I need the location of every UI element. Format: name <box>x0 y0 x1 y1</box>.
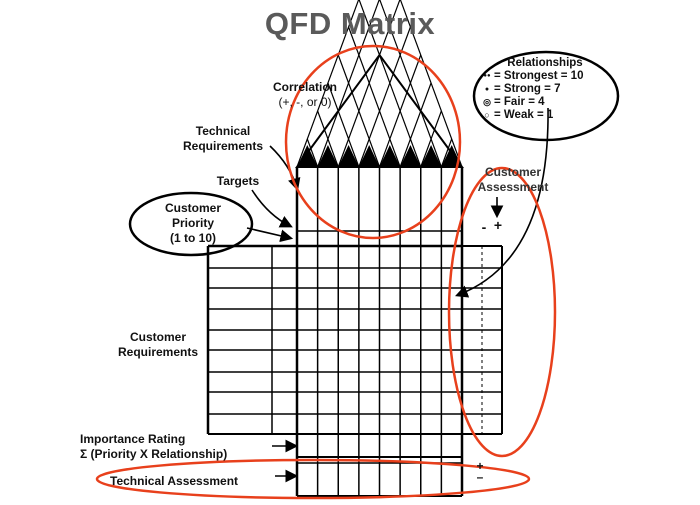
correlation-label-line1: Correlation <box>272 80 337 94</box>
roof-diagonal <box>317 0 380 168</box>
fair-symbol-icon: ◎ <box>483 97 491 107</box>
importance-rating-label: Importance Rating Σ (Priority X Relation… <box>80 432 270 462</box>
legend-item-fair: ◎ = Fair = 4 <box>480 96 620 109</box>
roof-shaded-triangle <box>317 145 339 167</box>
roof-shaded-triangle <box>358 145 380 167</box>
technical-requirements-line1: Technical <box>195 124 251 138</box>
legend-item-label: = Weak = 1 <box>494 109 554 121</box>
customer-priority-line2: Priority <box>171 216 214 230</box>
legend-item-label: = Fair = 4 <box>494 96 545 108</box>
legend-item-label: = Strongest = 10 <box>494 70 584 82</box>
customer-requirements-label: Customer Requirements <box>108 330 208 360</box>
technical-assessment-label: Technical Assessment <box>110 474 239 488</box>
legend-item-weak: ○ = Weak = 1 <box>480 109 620 122</box>
assessment-plus-label: + <box>493 217 503 233</box>
roof-diagonal <box>306 138 319 168</box>
customer-assessment-line2: Assessment <box>477 180 549 194</box>
strongest-symbol-icon: ●● <box>483 73 491 79</box>
legend-item-label: = Strong = 7 <box>494 83 561 95</box>
roof-diagonal <box>399 82 432 168</box>
customer-assessment-line1: Customer <box>484 165 541 179</box>
customer-assessment-label: Customer Assessment <box>458 165 568 195</box>
correlation-label-line2: (+, -, or 0) <box>278 95 332 109</box>
technical-assessment-highlight-ellipse <box>95 458 531 500</box>
targets-arrow <box>251 189 293 228</box>
assessment-minus-label: - <box>481 219 487 235</box>
roof-diagonal <box>379 0 442 168</box>
roof-diagonal <box>327 82 360 168</box>
importance-rating-line1: Importance Rating <box>80 432 186 446</box>
technical-requirements-label: Technical Requirements <box>168 124 278 154</box>
tech-assessment-minus-label: – <box>476 470 484 484</box>
customer-requirements-line2: Requirements <box>117 345 199 359</box>
diagram-title: QFD Matrix <box>264 6 436 41</box>
legend-item-strong: ● = Strong = 7 <box>480 83 620 96</box>
customer-priority-arrow <box>246 227 294 243</box>
roof-diagonal <box>347 26 401 168</box>
roof-diagonal <box>440 138 453 168</box>
customer-priority-label: Customer Priority (1 to 10) <box>143 201 243 246</box>
roof-diagonal <box>358 0 422 168</box>
legend-item-strongest: ●● = Strongest = 10 <box>480 70 620 83</box>
roof-shaded-triangle <box>400 145 421 167</box>
legend-title: Relationships <box>507 57 583 69</box>
relationships-arrow <box>455 107 549 298</box>
customer-priority-ellipse <box>128 191 254 257</box>
roof-diagonal <box>317 110 339 168</box>
relationships-ellipse <box>472 50 620 142</box>
roof-diagonal <box>337 54 381 168</box>
roof-shaded-triangle <box>420 145 442 167</box>
roof-shaded-triangle <box>379 145 401 167</box>
customer-priority-line3: (1 to 10) <box>169 231 216 245</box>
correlation-label: Correlation (+, -, or 0) <box>255 80 355 110</box>
weak-symbol-icon: ○ <box>484 110 490 120</box>
tech-assessment-plus-label: + <box>476 459 484 473</box>
importance-rating-line2: Σ (Priority X Relationship) <box>80 447 228 461</box>
correlation-highlight-ellipse <box>284 44 462 240</box>
relationships-legend: Relationships ●● = Strongest = 10 ● = St… <box>480 57 620 122</box>
customer-requirements-line1: Customer <box>129 330 186 344</box>
roof-shaded-triangle <box>338 145 359 167</box>
roof-diagonal <box>399 0 463 168</box>
technical-requirements-line2: Requirements <box>182 139 264 153</box>
assessment-highlight-ellipse <box>447 166 557 458</box>
targets-label: Targets <box>216 174 260 188</box>
customer-priority-line1: Customer <box>164 201 221 215</box>
strong-symbol-icon: ● <box>484 86 490 93</box>
